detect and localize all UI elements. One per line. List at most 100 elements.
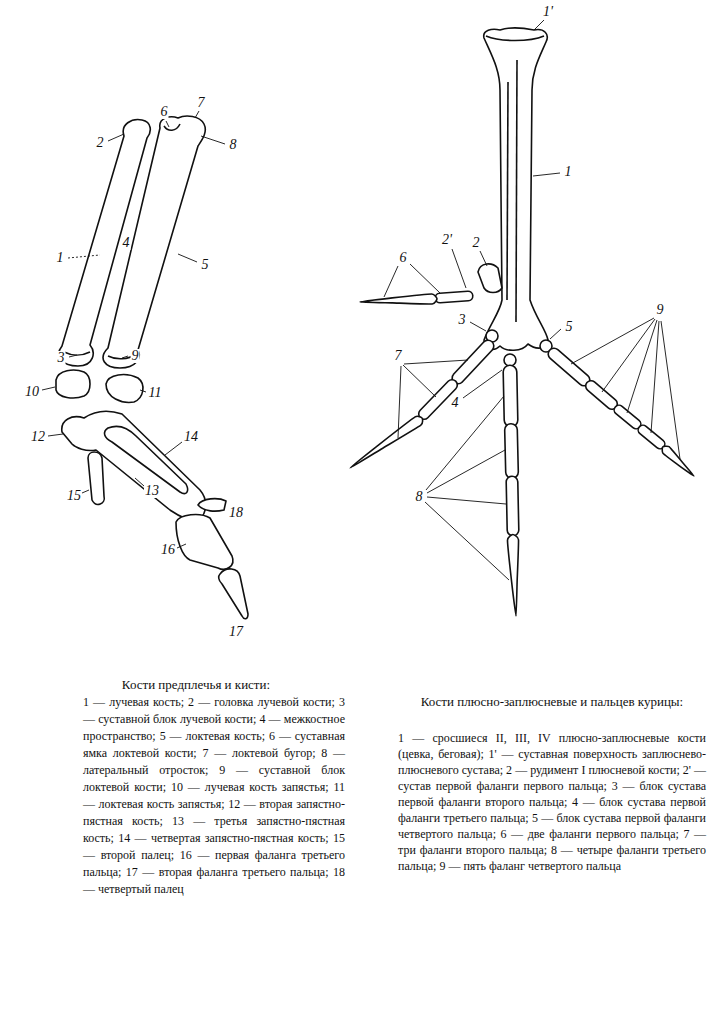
bone-outline [511, 430, 512, 472]
callout-number: 8 [229, 138, 238, 152]
leader-line [165, 442, 182, 455]
bone-outline [440, 296, 468, 298]
leader-line [135, 478, 144, 486]
joint-line [164, 124, 180, 130]
finger-bone [88, 452, 104, 504]
leader-line [201, 136, 225, 144]
phalanx-bone [591, 386, 612, 404]
leader-line [627, 320, 657, 413]
leader-line [195, 111, 199, 118]
leader-lines [42, 20, 680, 580]
caption-text: 1 — лучевая кость; 2 — головка лучевой к… [83, 694, 345, 898]
leader-line [68, 255, 100, 258]
callout-number: 7 [394, 349, 403, 363]
leader-line [122, 356, 128, 358]
leader-line [425, 502, 509, 580]
phalanx-bone [512, 482, 513, 530]
carpal-bone [106, 375, 143, 403]
bone-outline [458, 346, 488, 378]
leader-line [571, 318, 654, 364]
callout-number: 5 [201, 258, 210, 272]
callout-number: 2' [441, 233, 453, 247]
claw-bone [360, 294, 437, 304]
phalanx-bone [554, 354, 584, 380]
callout-number: 9 [131, 349, 140, 363]
leader-line [534, 20, 544, 30]
caption-text: 1 — сросшиеся II, III, IV плюсно-заплюсн… [398, 730, 706, 874]
callout-number: 10 [24, 385, 40, 399]
callout-number: 1' [542, 5, 554, 19]
leader-line [410, 264, 440, 293]
phalanx-bone [219, 569, 248, 619]
caption-heading: Кости плюсно-заплюсневые и пальцев куриц… [402, 694, 702, 710]
bone-fill [512, 482, 513, 530]
claw-bone [508, 535, 519, 616]
callout-number: 15 [66, 489, 82, 503]
leader-line [140, 390, 146, 392]
leader-line [427, 450, 505, 493]
callout-number: 3 [458, 313, 467, 327]
callout-number: 17 [228, 625, 244, 639]
bone-outline [591, 386, 612, 404]
toe-bones [350, 294, 694, 616]
leader-line [384, 266, 398, 297]
leader-line [404, 360, 468, 364]
carpometacarpus-bone [62, 411, 206, 520]
leader-line [108, 134, 124, 141]
bone-fill [510, 372, 511, 420]
bone-fill [554, 354, 584, 380]
claw-bone [662, 446, 694, 476]
metatarsal-rudiment [478, 264, 502, 293]
leader-line [427, 497, 506, 504]
bone-fill [511, 430, 512, 472]
callout-number: 13 [144, 484, 160, 498]
leader-line [602, 319, 655, 392]
joint-line [486, 36, 544, 41]
callout-number: 16 [160, 543, 176, 557]
tarsometatarsus-bone [484, 28, 548, 351]
leader-line [452, 249, 466, 288]
leader-line [463, 370, 502, 398]
callout-number: 1 [564, 165, 573, 179]
leader-line [651, 321, 659, 433]
leader-line [470, 322, 486, 331]
callout-number: 11 [148, 386, 163, 400]
bone-fill [591, 386, 612, 404]
leader-line [426, 396, 504, 490]
phalanx-bone [176, 515, 233, 570]
phalanx-bone [510, 372, 511, 420]
callout-number: 2 [472, 236, 481, 250]
callout-number: 6 [399, 251, 408, 265]
callout-number: 5 [565, 320, 574, 334]
callout-number: 18 [228, 506, 244, 520]
ulna-bone [103, 116, 205, 368]
callout-number: 9 [656, 303, 665, 317]
phalanx-bone [458, 346, 488, 378]
callout-number: 4 [451, 396, 460, 410]
leader-line [177, 544, 186, 548]
bone-fill [440, 296, 468, 298]
bone-outline [512, 482, 513, 530]
callout-number: 7 [197, 96, 206, 110]
leader-line [533, 173, 560, 176]
bone-fill [458, 346, 488, 378]
carpal-bone [56, 370, 90, 398]
callout-number: 4 [122, 236, 131, 250]
callout-number: 14 [183, 430, 199, 444]
callout-number: 12 [30, 430, 46, 444]
leader-line [550, 329, 561, 339]
bone-ridge [516, 60, 517, 322]
leader-line [403, 365, 436, 397]
leader-line [48, 434, 63, 436]
callout-number: 8 [415, 490, 424, 504]
callout-number: 3 [57, 351, 66, 365]
bone-outline [510, 372, 511, 420]
bone-outline [554, 354, 584, 380]
claw-bone [350, 416, 423, 468]
finger-bone [198, 499, 226, 511]
leader-line [398, 366, 401, 438]
leader-line [166, 121, 169, 127]
leader-line [661, 321, 680, 459]
leader-line [480, 251, 487, 266]
caption-heading: Кости предплечья и кисти: [65, 676, 327, 693]
